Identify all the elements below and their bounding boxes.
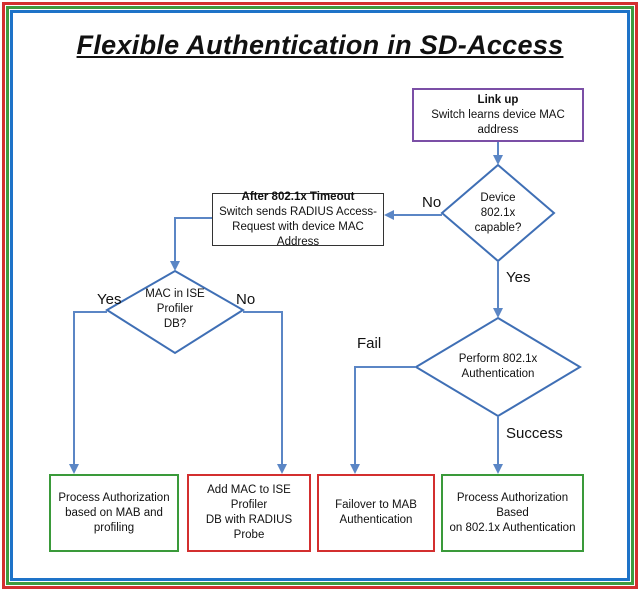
decision-text-mac-in-ise: MAC in ISE Profiler DB?	[125, 287, 225, 332]
node-heading: Link up	[477, 93, 519, 106]
node-text: DB with RADIUS Probe	[205, 514, 293, 541]
node-text: Switch sends RADIUS Access-	[219, 205, 377, 218]
arrow-timeout-to-mac-in-ise	[170, 217, 212, 271]
edge-label-yes-mac: Yes	[97, 291, 122, 308]
node-text: Process Authorization	[58, 491, 170, 504]
node-text: Process Authorization Based	[456, 491, 569, 519]
node-text: Request with device MAC Address	[232, 220, 364, 248]
decision-line: Device	[480, 192, 516, 204]
node-text: Failover to MAB	[335, 499, 417, 511]
arrow-perform-fail-to-failover	[350, 366, 416, 474]
arrow-mac-no-to-add-mac	[243, 311, 287, 474]
decision-line: Authentication	[461, 368, 535, 380]
node-add-mac-to-ise: Add MAC to ISE Profiler DB with RADIUS P…	[187, 474, 311, 552]
node-after-timeout: After 802.1x Timeout Switch sends RADIUS…	[212, 190, 384, 248]
node-text: on 802.1x Authentication	[449, 521, 576, 534]
node-process-authorization-8021x: Process Authorization Based on 802.1x Au…	[441, 474, 584, 552]
edge-label-yes-capable: Yes	[506, 269, 531, 286]
decision-line: capable?	[474, 222, 522, 234]
edge-label-no-mac: No	[236, 291, 256, 308]
middle-border-green	[6, 6, 634, 585]
inner-border-blue	[10, 10, 630, 581]
decision-line: DB?	[163, 318, 187, 330]
node-text: Authentication	[339, 514, 413, 526]
edge-label-fail: Fail	[357, 335, 382, 352]
decision-diamond-mac-in-ise	[105, 269, 245, 355]
node-heading: After 802.1x Timeout	[241, 190, 355, 203]
decision-line: Profiler	[156, 303, 194, 315]
node-text: Switch learns device MAC address	[431, 108, 565, 136]
edge-label-success: Success	[506, 425, 563, 442]
node-process-authorization-mab: Process Authorization based on MAB and p…	[49, 474, 179, 552]
node-text: based on MAB and	[65, 506, 163, 519]
arrow-mac-yes-to-process-mab	[69, 311, 107, 474]
decision-line: 802.1x	[480, 207, 516, 219]
edge-label-no-capable: No	[422, 194, 442, 211]
node-failover-to-mab: Failover to MAB Authentication	[317, 474, 435, 552]
decision-text-perform-auth: Perform 802.1x Authentication	[438, 352, 558, 382]
node-link-up: Link up Switch learns device MAC address	[412, 88, 584, 142]
decision-line: Perform 802.1x	[458, 353, 538, 365]
decision-line: MAC in ISE	[145, 288, 205, 300]
node-text: Add MAC to ISE Profiler	[207, 484, 291, 511]
decision-text-device-capable: Device 802.1x capable?	[448, 191, 548, 236]
diagram-title: Flexible Authentication in SD-Access	[76, 30, 564, 60]
node-text: profiling	[93, 521, 135, 534]
